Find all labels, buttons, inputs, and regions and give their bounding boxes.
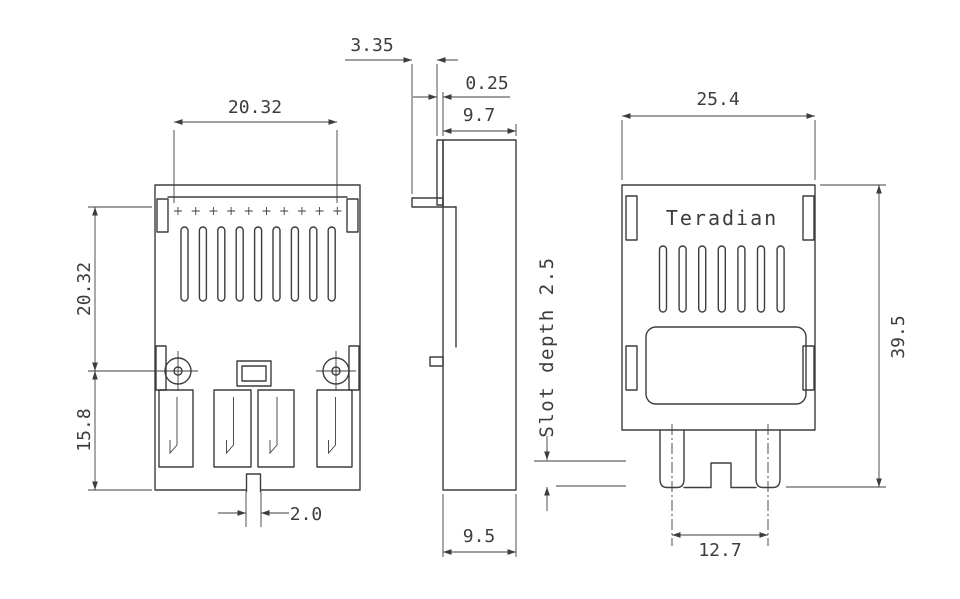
back-top-right-tab: [802, 195, 815, 241]
bottom-slot-notch: [683, 462, 757, 489]
latch-slot: [316, 389, 353, 468]
vent-slot: [272, 226, 281, 302]
brand-label: Teradian: [666, 206, 778, 230]
latch-hook: [269, 397, 278, 455]
latch-hook: [226, 397, 234, 455]
front-bottom-notch: [245, 473, 262, 493]
vent-slot: [698, 245, 707, 313]
side-body-outline: [442, 139, 517, 491]
center-key-box: [236, 360, 272, 387]
dim-slot-depth-label: Slot depth 2.5: [536, 256, 558, 437]
front-dimensions: 20.32 20.32 15.8 2.0: [74, 97, 338, 527]
latch-hook: [169, 397, 178, 455]
vent-slot: [198, 226, 208, 302]
side-view: [411, 139, 517, 491]
dim-pin-offset-label: 3.35: [350, 35, 393, 56]
dim-front-upper-height-label: 20.32: [74, 262, 95, 316]
vent-slot: [309, 226, 318, 302]
side-lower-pin: [429, 356, 444, 367]
vent-slot: [217, 226, 226, 302]
left-mounting-boss: [158, 351, 198, 391]
back-mid-right-tab: [802, 345, 815, 391]
latch-slot: [213, 389, 252, 468]
dim-front-notch-label: 2.0: [290, 504, 323, 525]
dim-front-lower-height-label: 15.8: [74, 408, 95, 451]
side-upper-pin: [411, 197, 444, 208]
dim-back-width-label: 25.4: [696, 89, 739, 110]
dim-bottom-depth-label: 9.5: [463, 526, 496, 547]
front-view: [154, 184, 361, 493]
right-mounting-boss: [316, 351, 356, 391]
side-front-flange: [436, 139, 444, 206]
front-mid-right-tab: [348, 345, 360, 391]
back-view: Teradian: [621, 184, 816, 546]
back-body-outline: [621, 184, 816, 431]
back-recess-window: [645, 326, 807, 405]
latch-slot: [257, 389, 295, 468]
vent-slot: [658, 245, 668, 313]
front-vent-slots: [180, 226, 336, 302]
back-dimensions: 25.4 39.5 12.7: [621, 89, 909, 561]
vent-slot: [253, 226, 263, 302]
vent-slot: [756, 245, 766, 313]
vent-slot: [290, 226, 300, 302]
vent-slot: [180, 226, 189, 302]
latch-hook: [328, 397, 336, 455]
vent-slot: [737, 245, 746, 313]
vent-slot: [776, 245, 785, 313]
front-latch-slots: [158, 389, 353, 468]
vent-slot: [235, 226, 244, 302]
back-vent-slots: [658, 245, 785, 313]
dim-leg-pitch-label: 12.7: [698, 540, 741, 561]
side-dimensions: 3.35 0.25 9.7 9.5 Slot depth 2.5: [345, 35, 626, 557]
latch-slot: [158, 389, 194, 468]
vent-slot: [678, 245, 687, 313]
front-top-right-tab: [346, 198, 359, 233]
pin-cross-marks: [174, 207, 342, 215]
front-mid-left-tab: [155, 345, 167, 391]
front-top-left-tab: [156, 198, 169, 233]
vent-slot: [327, 226, 336, 302]
dim-flange-thickness-label: 0.25: [465, 73, 508, 94]
dim-top-depth-label: 9.7: [463, 105, 496, 126]
back-mid-left-tab: [625, 345, 638, 391]
vent-slot: [717, 245, 726, 313]
dim-front-width-label: 20.32: [228, 97, 282, 118]
back-top-left-tab: [625, 195, 638, 241]
dim-back-height-label: 39.5: [888, 315, 909, 358]
